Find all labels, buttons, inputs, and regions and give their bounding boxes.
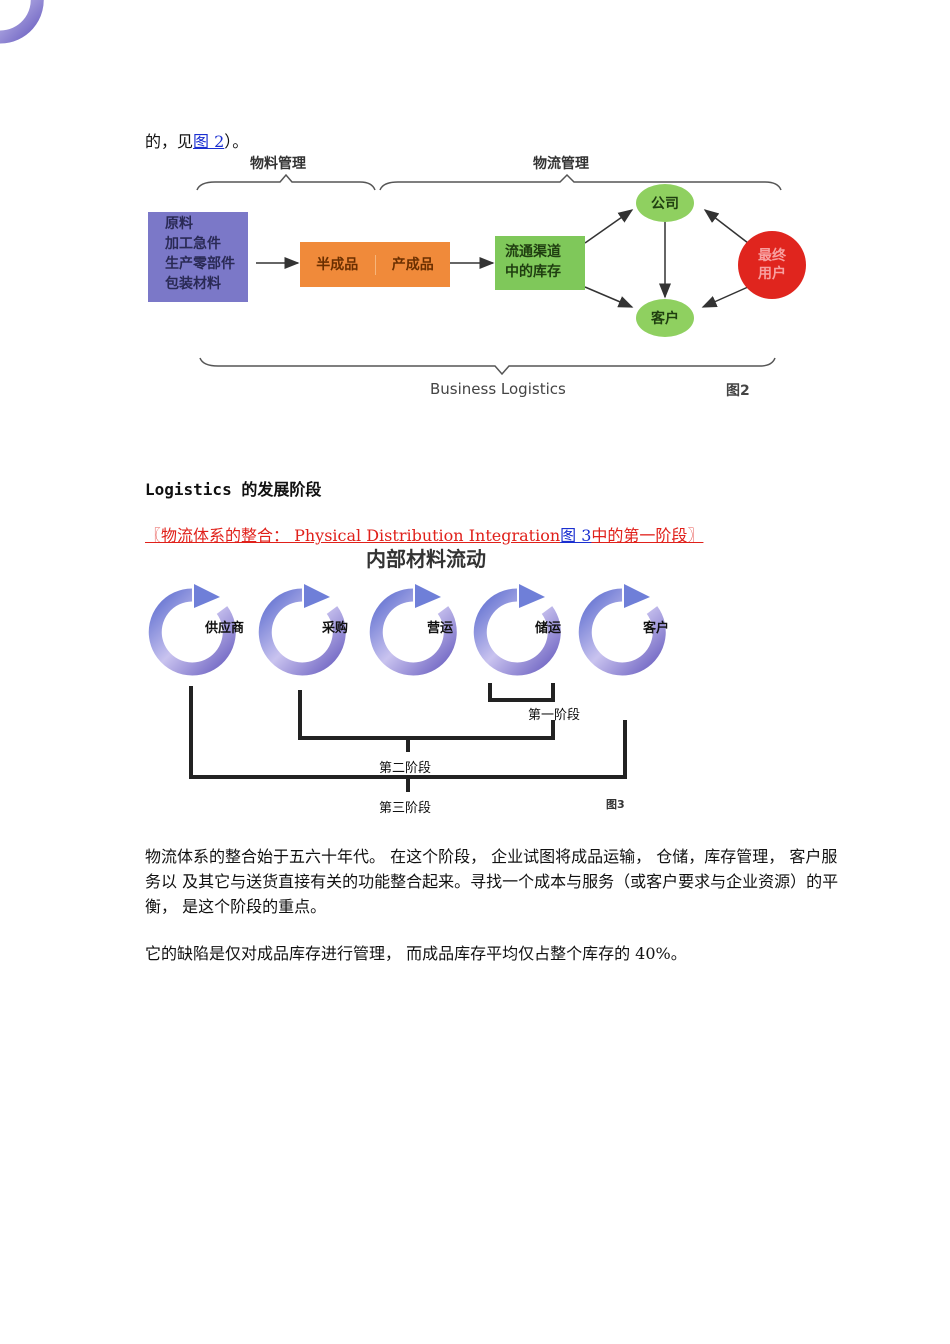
stage-3-label: 第三阶段 <box>379 801 432 816</box>
customer-node: 客户 <box>636 299 694 337</box>
products-box: 半成品 产成品 <box>300 242 450 287</box>
end-user-line: 用户 <box>758 266 786 282</box>
figure-3-caption: 图3 <box>606 798 625 811</box>
material-management-label: 物料管理 <box>250 156 306 172</box>
materials-box: 原料 加工急件 生产零部件 包装材料 <box>148 212 248 302</box>
figure-2-caption: 图2 <box>726 383 750 399</box>
logistics-management-label: 物流管理 <box>533 156 589 172</box>
intro-suffix: ）。 <box>224 132 249 151</box>
finished-goods-label: 产成品 <box>391 256 434 273</box>
business-logistics-label: Business Logistics <box>430 380 566 398</box>
material-item: 生产零部件 <box>165 256 235 272</box>
channel-inventory-box: 流通渠道 中的库存 <box>495 236 585 290</box>
cycle-label: 营运 <box>427 621 454 636</box>
figure-3-link[interactable]: 图 3 <box>560 526 592 545</box>
cycle-label: 供应商 <box>205 621 245 636</box>
stage-1-label: 第一阶段 <box>528 708 581 723</box>
end-user-node: 最终 用户 <box>738 231 806 299</box>
figure-2-link[interactable]: 图 2 <box>193 132 225 151</box>
cycle-label: 采购 <box>322 621 349 636</box>
cycle-arrow-icon <box>0 0 44 44</box>
cycle-label: 客户 <box>643 621 670 636</box>
material-item: 包装材料 <box>165 276 221 292</box>
stage-one-link-line: 〖物流体系的整合： Physical Distribution Integrat… <box>145 522 703 546</box>
channel-line: 流通渠道 <box>505 244 561 260</box>
paragraph: 它的缺陷是仅对成品库存进行管理， 而成品库存平均仅占整个库存的 40%。 <box>145 944 687 963</box>
cycle-label: 储运 <box>535 621 562 636</box>
stage-one-link-suffix[interactable]: 中的第一阶段〗 <box>591 526 704 545</box>
figure-3-title: 内部材料流动 <box>366 547 486 571</box>
stage-2-label: 第二阶段 <box>379 761 432 776</box>
intro-line: 的，见图 2）。 <box>145 128 248 152</box>
channel-line: 中的库存 <box>505 264 561 280</box>
company-node: 公司 <box>636 184 694 222</box>
section-heading: Logistics 的发展阶段 <box>145 480 322 499</box>
material-item: 加工急件 <box>165 236 221 252</box>
figure-2-lines <box>196 173 782 376</box>
semi-finished-label: 半成品 <box>300 254 376 275</box>
intro-text: 的，见 <box>145 132 194 151</box>
figure-3-graphics <box>0 0 950 792</box>
paragraph: 物流体系的整合始于五六十年代。 在这个阶段， 企业试图将成品运输， 仓储，库存管… <box>145 847 839 916</box>
material-item: 原料 <box>165 216 193 232</box>
end-user-line: 最终 <box>758 248 786 264</box>
integration-link[interactable]: 〖物流体系的整合： Physical Distribution Integrat… <box>145 526 561 545</box>
